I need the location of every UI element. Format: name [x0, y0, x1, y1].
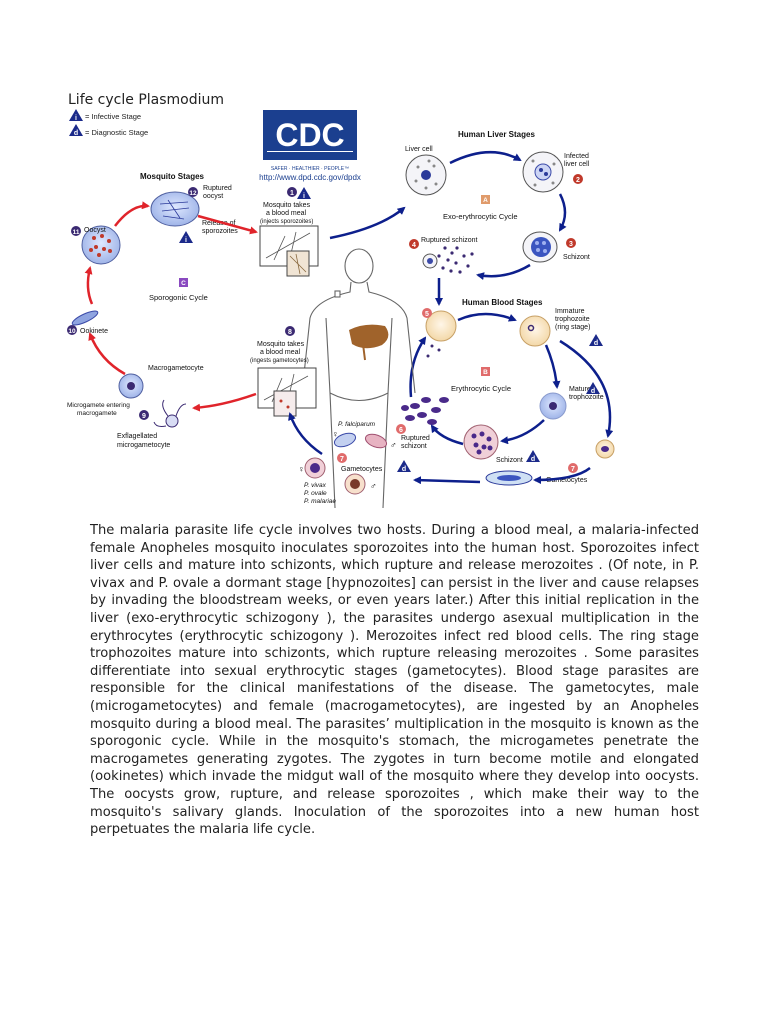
schizont-liver-icon [522, 231, 558, 263]
svg-text:SAFER · HEALTHIER · PEOPLE™: SAFER · HEALTHIER · PEOPLE™ [271, 166, 349, 172]
svg-text:CDC: CDC [275, 117, 344, 153]
svg-text:12: 12 [189, 190, 197, 197]
liver-organ-icon [349, 324, 389, 349]
svg-text:9: 9 [142, 413, 146, 420]
svg-text:♂: ♂ [390, 440, 397, 450]
legend-infective: = Infective Stage [85, 112, 141, 121]
svg-text:trophozoite: trophozoite [569, 394, 604, 401]
liver-cycle: Liver cell Infected liver cell 2 3 Schiz… [405, 146, 590, 306]
step-1-marker: 1 i [287, 187, 311, 200]
cdc-logo: CDC SAFER · HEALTHIER · PEOPLE™ [263, 110, 357, 172]
svg-text:♀: ♀ [298, 464, 305, 474]
svg-text:a blood meal: a blood meal [260, 349, 301, 356]
svg-text:11: 11 [73, 229, 80, 236]
svg-text:Infected: Infected [564, 153, 589, 160]
svg-text:3: 3 [569, 241, 573, 248]
svg-text:Immature: Immature [555, 308, 585, 315]
mosquito-cycle: 12 Ruptured oocyst Release of sporozoite… [67, 185, 258, 449]
svg-text:Oocyst: Oocyst [84, 227, 106, 234]
mosquito-stages-heading: Mosquito Stages [140, 172, 205, 181]
svg-text:sporozoites: sporozoites [202, 228, 238, 235]
svg-text:Ruptured: Ruptured [401, 435, 430, 442]
svg-text:♀: ♀ [332, 429, 339, 439]
gametocyte-species-block: ♀ ♂ P. falciparum 7 Gametocytes d ♀ ♂ P.… [298, 421, 411, 505]
infected-liver-cell-icon [522, 151, 564, 193]
svg-text:(ring stage): (ring stage) [555, 324, 590, 331]
svg-text:(injects sporozoites): (injects sporozoites) [260, 219, 313, 225]
mosquito-bite-8-icon [257, 367, 317, 417]
svg-text:Mosquito takes: Mosquito takes [263, 202, 311, 209]
svg-text:10: 10 [68, 328, 76, 335]
blood-stages-heading: Human Blood Stages [462, 298, 543, 307]
svg-text:macrogamete: macrogamete [77, 410, 117, 417]
cycle-c-marker: C [181, 280, 186, 287]
svg-text:P. ovale: P. ovale [304, 490, 327, 497]
svg-text:4: 4 [412, 242, 416, 249]
svg-text:6: 6 [399, 427, 403, 434]
svg-text:7: 7 [571, 466, 575, 473]
svg-text:Ookinete: Ookinete [80, 328, 108, 335]
svg-text:Gametocytes: Gametocytes [546, 477, 588, 484]
svg-text:(ingests gametocytes): (ingests gametocytes) [250, 358, 309, 364]
body-paragraph: The malaria parasite life cycle involves… [90, 523, 699, 838]
mosquito-bite-1-icon [259, 225, 319, 277]
diagnostic-stage-icon: d [69, 124, 83, 137]
svg-text:5: 5 [425, 311, 429, 318]
svg-text:d: d [531, 456, 535, 463]
ruptured-schizont-icon [422, 246, 474, 274]
cycle-b-marker: B [483, 369, 488, 376]
svg-text:Schizont: Schizont [563, 254, 590, 261]
svg-text:Microgamete entering: Microgamete entering [67, 402, 130, 409]
svg-text:microgametocyte: microgametocyte [117, 442, 170, 449]
cycle-c-label: Sporogonic Cycle [149, 293, 208, 302]
svg-text:i: i [75, 115, 77, 122]
legend: i = Infective Stage d = Diagnostic Stage [69, 109, 148, 137]
infective-stage-icon: i [69, 109, 83, 122]
svg-text:schizont: schizont [401, 443, 427, 450]
liver-stages-heading: Human Liver Stages [458, 130, 535, 139]
svg-text:Ruptured schizont: Ruptured schizont [421, 237, 477, 244]
svg-text:Ruptured: Ruptured [203, 185, 232, 192]
liver-cell-icon [405, 154, 447, 196]
svg-text:i: i [185, 237, 187, 244]
svg-text:trophozoite: trophozoite [555, 316, 590, 323]
svg-text:Gametocytes: Gametocytes [341, 466, 383, 473]
svg-text:Schizont: Schizont [496, 457, 523, 464]
svg-text:Mature: Mature [569, 386, 591, 393]
svg-text:d: d [591, 388, 595, 395]
svg-text:P. falciparum: P. falciparum [338, 421, 376, 428]
svg-text:8: 8 [288, 329, 292, 336]
legend-diagnostic: = Diagnostic Stage [85, 128, 148, 137]
svg-text:2: 2 [576, 177, 580, 184]
svg-text:a blood meal: a blood meal [266, 210, 307, 217]
step-8-marker: 8 [285, 326, 295, 336]
page-title: Life cycle Plasmodium [68, 92, 225, 108]
svg-text:P. malariae: P. malariae [304, 498, 336, 505]
svg-text:d: d [74, 130, 78, 137]
cycle-b-label: Erythrocytic Cycle [451, 384, 511, 393]
cycle-a-label: Exo-erythrocytic Cycle [443, 212, 518, 221]
svg-text:7: 7 [340, 456, 344, 463]
svg-text:♂: ♂ [370, 481, 377, 491]
svg-text:Release of: Release of [202, 220, 236, 227]
svg-text:Exflagellated: Exflagellated [117, 433, 157, 440]
svg-text:Liver cell: Liver cell [405, 146, 433, 153]
svg-text:d: d [402, 466, 406, 473]
svg-text:d: d [594, 340, 598, 347]
svg-text:i: i [303, 193, 305, 200]
svg-text:Macrogametocyte: Macrogametocyte [148, 365, 204, 372]
life-cycle-diagram: i = Infective Stage d = Diagnostic Stage… [67, 109, 615, 508]
blood-cycle: 5 Immature trophozoite (ring stage) d Ma… [396, 308, 615, 486]
svg-text:oocyst: oocyst [203, 193, 223, 200]
svg-text:1: 1 [290, 190, 294, 197]
cycle-a-marker: A [483, 197, 488, 204]
human-figure [301, 248, 416, 508]
svg-text:Mosquito takes: Mosquito takes [257, 341, 305, 348]
svg-text:liver cell: liver cell [564, 161, 590, 168]
cdc-url[interactable]: http://www.dpd.cdc.gov/dpdx [259, 173, 361, 182]
ruptured-schizont-blood-icon [401, 397, 449, 425]
svg-text:P. vivax: P. vivax [304, 482, 327, 489]
